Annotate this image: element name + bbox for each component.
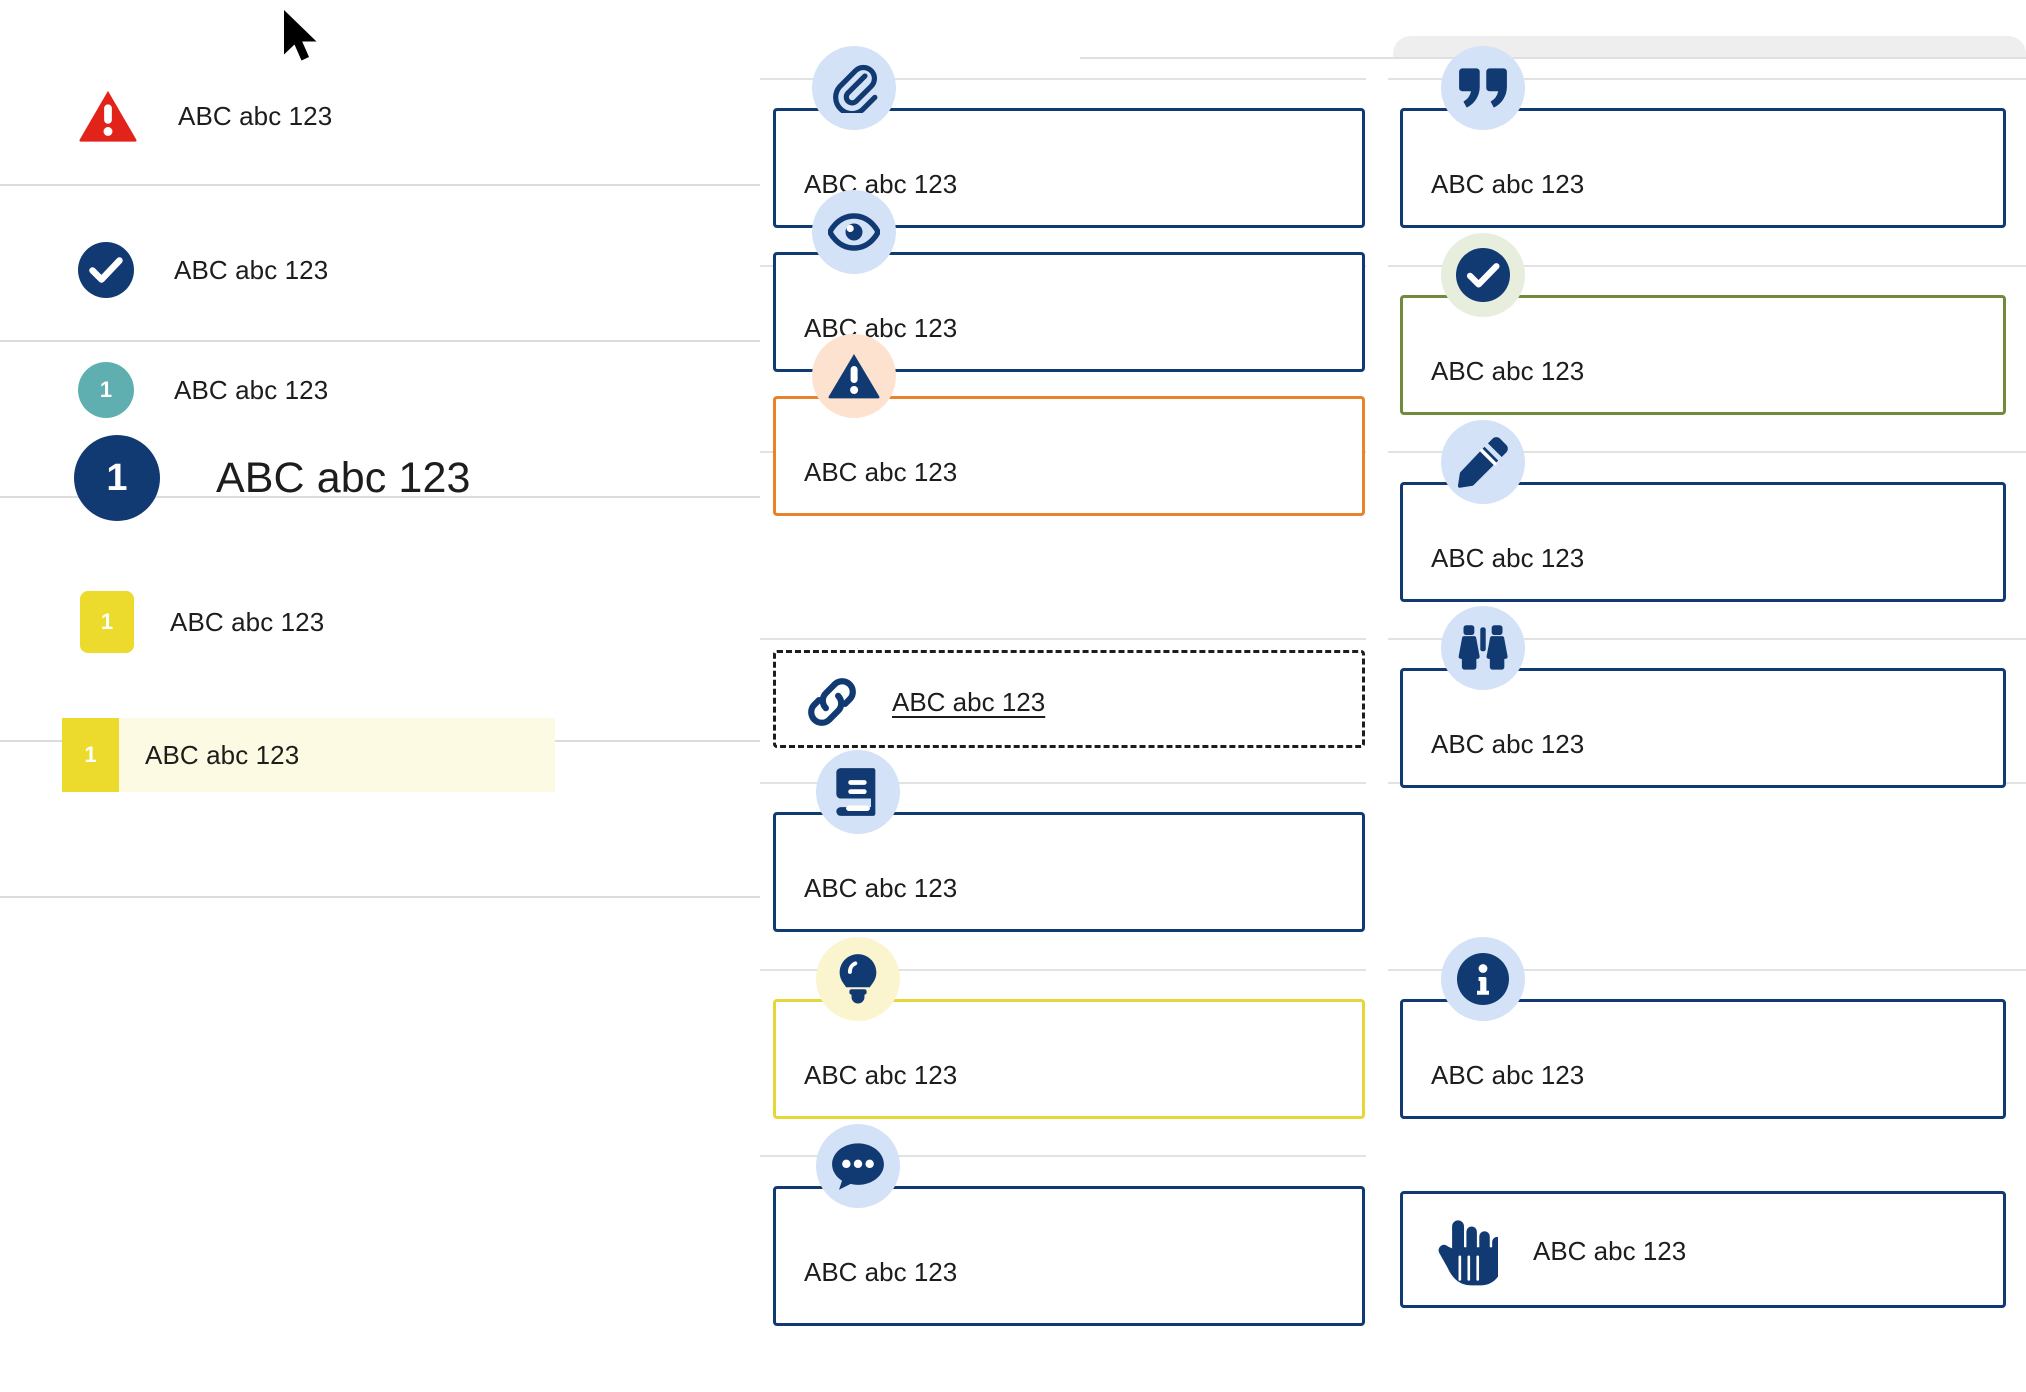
card-quote[interactable]: ABC abc 123 xyxy=(1400,108,2006,228)
book-icon xyxy=(816,750,900,834)
list-item-success[interactable]: ABC abc 123 xyxy=(0,232,760,308)
link-chain-icon xyxy=(799,669,865,735)
card-label: ABC abc 123 xyxy=(1431,729,1585,759)
card-section-divider xyxy=(1388,265,2026,267)
card-label: ABC abc 123 xyxy=(1431,543,1585,573)
card-explore[interactable]: ABC abc 123 xyxy=(1400,668,2006,788)
pointing-hand-icon xyxy=(1435,1216,1499,1288)
highlight-number-stripe: 1 xyxy=(62,718,119,792)
eye-icon xyxy=(812,190,896,274)
card-label: ABC abc 123 xyxy=(804,1257,958,1287)
list-item-numbered-yellow[interactable]: 1 ABC abc 123 xyxy=(0,590,760,654)
top-panel-divider xyxy=(1080,57,2026,59)
card-section-divider xyxy=(760,638,1366,640)
pencil-icon xyxy=(1441,420,1525,504)
card-section-divider xyxy=(1388,638,2026,640)
list-divider xyxy=(0,340,760,342)
card-info[interactable]: ABC abc 123 xyxy=(1400,999,2006,1119)
card-section-divider xyxy=(760,969,1366,971)
card-section-divider xyxy=(1388,78,2026,80)
info-circle-icon xyxy=(1441,937,1525,1021)
list-divider xyxy=(0,184,760,186)
warning-triangle-icon xyxy=(78,89,138,143)
list-item-label: ABC abc 123 xyxy=(170,606,325,637)
chat-bubble-icon xyxy=(816,1124,900,1208)
card-section-divider xyxy=(1388,969,2026,971)
list-item-label: ABC abc 123 xyxy=(174,254,329,285)
card-label: ABC abc 123 xyxy=(804,457,958,487)
check-circle-icon xyxy=(1441,233,1525,317)
lightbulb-icon xyxy=(816,937,900,1021)
list-item-warning[interactable]: ABC abc 123 xyxy=(0,78,760,154)
number-badge-yellow: 1 xyxy=(80,591,134,653)
card-label: ABC abc 123 xyxy=(804,873,958,903)
list-item-label: ABC abc 123 xyxy=(216,453,471,502)
list-item-highlighted[interactable]: 1 ABC abc 123 xyxy=(62,718,555,792)
list-item-label: ABC abc 123 xyxy=(178,100,333,131)
list-divider xyxy=(0,496,760,498)
card-link-dashed[interactable]: ABC abc 123 xyxy=(773,650,1365,748)
card-label: ABC abc 123 xyxy=(1533,1236,1687,1266)
card-label: ABC abc 123 xyxy=(804,313,958,343)
card-section-divider xyxy=(1388,451,2026,453)
left-list-column: ABC abc 123 ABC abc 123 1 ABC abc 123 1 xyxy=(0,0,760,1392)
card-label: ABC abc 123 xyxy=(804,1060,958,1090)
card-attachment[interactable]: ABC abc 123 xyxy=(773,108,1365,228)
card-section-divider xyxy=(760,782,1366,784)
badge-number: 1 xyxy=(84,742,97,767)
list-divider xyxy=(0,896,760,898)
card-label: ABC abc 123 xyxy=(1431,1060,1585,1090)
card-label: ABC abc 123 xyxy=(1431,169,1585,199)
top-rounded-panel xyxy=(1393,36,2026,58)
quote-marks-icon xyxy=(1441,46,1525,130)
card-link-label[interactable]: ABC abc 123 xyxy=(892,687,1046,717)
card-comment[interactable]: ABC abc 123 xyxy=(773,1186,1365,1326)
list-item-label: ABC abc 123 xyxy=(145,739,300,770)
list-item-numbered-teal[interactable]: 1 ABC abc 123 xyxy=(0,352,760,428)
card-tip[interactable]: ABC abc 123 xyxy=(773,999,1365,1119)
card-section-divider xyxy=(760,78,1366,80)
number-badge-navy-large: 1 xyxy=(74,435,160,521)
badge-number: 1 xyxy=(99,377,113,402)
card-warning[interactable]: ABC abc 123 xyxy=(773,396,1365,516)
card-success[interactable]: ABC abc 123 xyxy=(1400,295,2006,415)
warning-triangle-icon xyxy=(812,334,896,418)
binoculars-icon xyxy=(1441,606,1525,690)
badge-number: 1 xyxy=(106,457,128,499)
paperclip-icon xyxy=(812,46,896,130)
card-label: ABC abc 123 xyxy=(1431,356,1585,386)
card-section-divider xyxy=(760,1155,1366,1157)
card-edit[interactable]: ABC abc 123 xyxy=(1400,482,2006,602)
card-label: ABC abc 123 xyxy=(804,169,958,199)
card-documentation[interactable]: ABC abc 123 xyxy=(773,812,1365,932)
number-badge-teal: 1 xyxy=(78,362,134,418)
list-item-numbered-large[interactable]: 1 ABC abc 123 xyxy=(0,424,760,532)
check-circle-icon xyxy=(78,242,134,298)
list-item-label: ABC abc 123 xyxy=(174,374,329,405)
card-action[interactable]: ABC abc 123 xyxy=(1400,1191,2006,1308)
badge-number: 1 xyxy=(100,609,114,634)
